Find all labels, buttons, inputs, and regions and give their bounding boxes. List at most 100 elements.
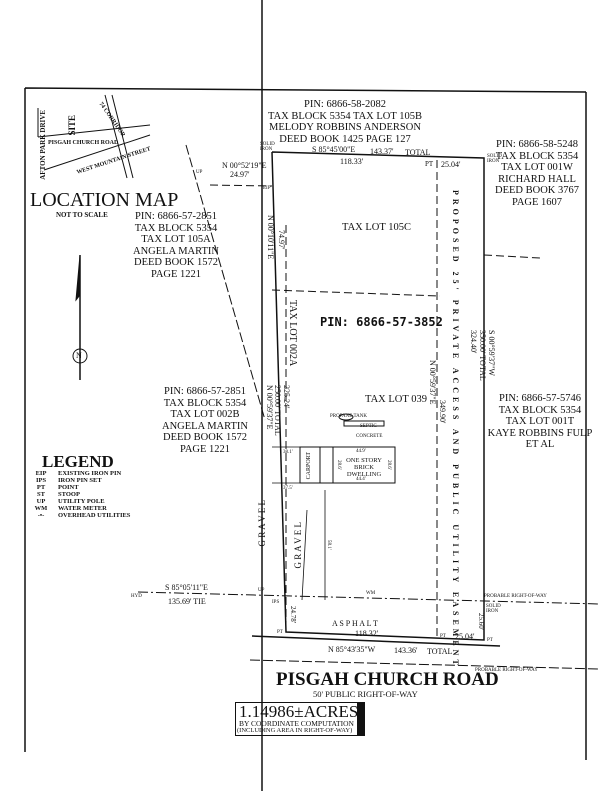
- tie-dist: 135.69' TIE: [168, 597, 206, 606]
- owner: RICHARD HALL: [498, 173, 576, 185]
- legend-title: LEGEND: [42, 452, 114, 471]
- nw-tie-dist: 24.97': [230, 170, 250, 179]
- street-afton-park: AFTON PARK DRIVE: [39, 110, 47, 180]
- gravel-label-2: G R A V E L: [293, 522, 303, 569]
- deed: DEED BOOK 1572: [163, 432, 247, 443]
- north-pt: PT: [425, 160, 434, 168]
- dwelling-line: DWELLING: [346, 471, 382, 478]
- pt-sw: PT: [277, 630, 283, 635]
- solid-iron-se: SOLID IRON: [486, 604, 501, 614]
- road-row: 50' PUBLIC RIGHT-OF-WAY: [313, 689, 418, 699]
- row-line-north: [137, 591, 601, 605]
- up-south: UP: [258, 588, 265, 593]
- page: PAGE 1607: [511, 196, 563, 208]
- pin: PIN: 6866-57-2851: [135, 211, 217, 222]
- lot: TAX LOT 002B: [170, 409, 240, 420]
- dim-bottom: 44.4': [356, 477, 366, 482]
- lot: TAX LOT 001W: [501, 162, 573, 173]
- south-bearing: N 85°43'35"W: [328, 645, 376, 654]
- owner: ANGELA MARTIN: [133, 245, 219, 257]
- solid-iron-ne: SOLID IRON: [487, 154, 502, 164]
- nw-tie-bearing: N 00°52'19"E: [222, 161, 267, 170]
- dwelling-outline: [299, 413, 396, 484]
- gravel-label-1: G R A V E L: [257, 500, 267, 547]
- subject-pin: PIN: 6866-57-3852: [320, 315, 443, 329]
- adjoiner-northeast: PIN: 6866-58-5248 TAX BLOCK 5354 TAX LOT…: [495, 139, 579, 208]
- east-line-bearing: S 00°59'37"W: [487, 330, 496, 376]
- carport: CARPORT: [306, 452, 312, 480]
- pt-se: PT: [487, 638, 493, 643]
- dim-left: 28.6': [336, 460, 341, 470]
- owner: MELODY ROBBINS ANDERSON: [269, 122, 421, 133]
- location-map-scale: NOT TO SCALE: [56, 211, 108, 219]
- deed: DEED BOOK 1572: [134, 257, 218, 268]
- adjoiner-north: PIN: 6866-58-2082 TAX BLOCK 5354 TAX LOT…: [268, 99, 422, 145]
- pin: PIN: 6866-58-2082: [304, 99, 386, 110]
- offset-2: 37.5': [283, 486, 293, 491]
- wm-label: WM: [366, 591, 376, 596]
- page: PAGE 1221: [179, 443, 231, 455]
- property-boundary: [251, 151, 501, 647]
- probable-row-2: PROBABLE RIGHT-OF-WAY: [475, 668, 538, 673]
- deed: DEED BOOK 1425 PAGE 127: [279, 133, 411, 145]
- legend-item: -•-OVERHEAD UTILITIES: [37, 512, 131, 519]
- page: PAGE 1221: [150, 268, 202, 280]
- propane-tank: PROPANE TANK: [330, 414, 367, 419]
- adjoiner-west: PIN: 6866-57-2851 TAX BLOCK 5354 TAX LOT…: [162, 386, 248, 455]
- hyd-label: HYD: [131, 594, 142, 599]
- area-box: 1.14986±ACRES BY COORDINATE COMPUTATION …: [235, 702, 365, 736]
- ips-label: IPS: [272, 600, 280, 605]
- north-part: 118.33': [340, 157, 364, 166]
- easement-label: PROPOSED 25' PRIVATE ACCESS AND PUBLIC U…: [451, 190, 460, 669]
- south-easement: 25.04': [455, 632, 475, 641]
- east-line-dist: 324.40': [469, 330, 478, 354]
- row-line-south: [249, 659, 601, 670]
- south-total-label: TOTAL: [427, 647, 453, 656]
- tax-lot-002a: TAX LOT 002A: [287, 300, 298, 367]
- road-name: PISGAH CHURCH ROAD: [276, 669, 499, 690]
- west-part-dist: 225.24': [282, 385, 291, 409]
- dwelling-line: BRICK: [354, 464, 374, 471]
- se-dist: 25.60': [477, 613, 485, 631]
- north-arrow-label: N: [76, 351, 82, 360]
- owner: ANGELA MARTIN: [162, 420, 248, 432]
- west-line-dist: 74.97': [277, 230, 286, 250]
- dim-right: 28.6': [386, 460, 391, 470]
- east-line-total: 350.00' TOTAL: [478, 330, 487, 381]
- block: TAX BLOCK 5354: [498, 404, 582, 416]
- north-arrow-icon: [72, 254, 88, 380]
- area-note: (INCLUDING AREA IN RIGHT-OF-WAY): [237, 727, 353, 734]
- lot: TAX LOT 001T: [505, 416, 575, 427]
- tax-block-lot: TAX BLOCK 5354 TAX LOT 105B: [268, 110, 422, 122]
- owner: KAYE ROBBINS FULP: [487, 427, 593, 439]
- eip-label: EIP: [263, 186, 271, 191]
- tax-lot-039: TAX LOT 039: [365, 394, 427, 405]
- dwelling-label: ONE STORY BRICK DWELLING: [346, 457, 382, 478]
- etal: ET AL: [525, 439, 555, 450]
- concrete: CONCRETE: [356, 434, 383, 439]
- block: TAX BLOCK 5354: [134, 222, 218, 234]
- north-total-label: TOTAL: [405, 148, 431, 157]
- pin: PIN: 6866-57-2851: [164, 386, 246, 397]
- pin: PIN: 6866-58-5248: [496, 139, 578, 150]
- up-label: UP: [196, 170, 203, 175]
- west-total-dist: 250.00' TOTAL: [273, 385, 282, 436]
- deed: DEED BOOK 3767: [495, 185, 579, 196]
- solid-iron-nw: SOLID IRON: [260, 142, 275, 152]
- tax-lot-105c: TAX LOT 105C: [342, 222, 411, 233]
- sw-dist: 24.78': [289, 606, 297, 624]
- west-line-bearing: N 00°10'11"E: [266, 215, 275, 260]
- north-easement: 25.04': [441, 160, 461, 169]
- north-bearing: S 85°45'00"E: [312, 145, 356, 154]
- area-value: 1.14986±ACRES: [239, 702, 359, 721]
- pin: PIN: 6866-57-5746: [499, 393, 581, 404]
- south-part: 118.32': [355, 629, 379, 638]
- driveway: [301, 490, 326, 601]
- tie-bearing: S 85°05'11"E: [165, 583, 208, 592]
- west-total-bearing: N 00°59'37"E: [265, 385, 274, 430]
